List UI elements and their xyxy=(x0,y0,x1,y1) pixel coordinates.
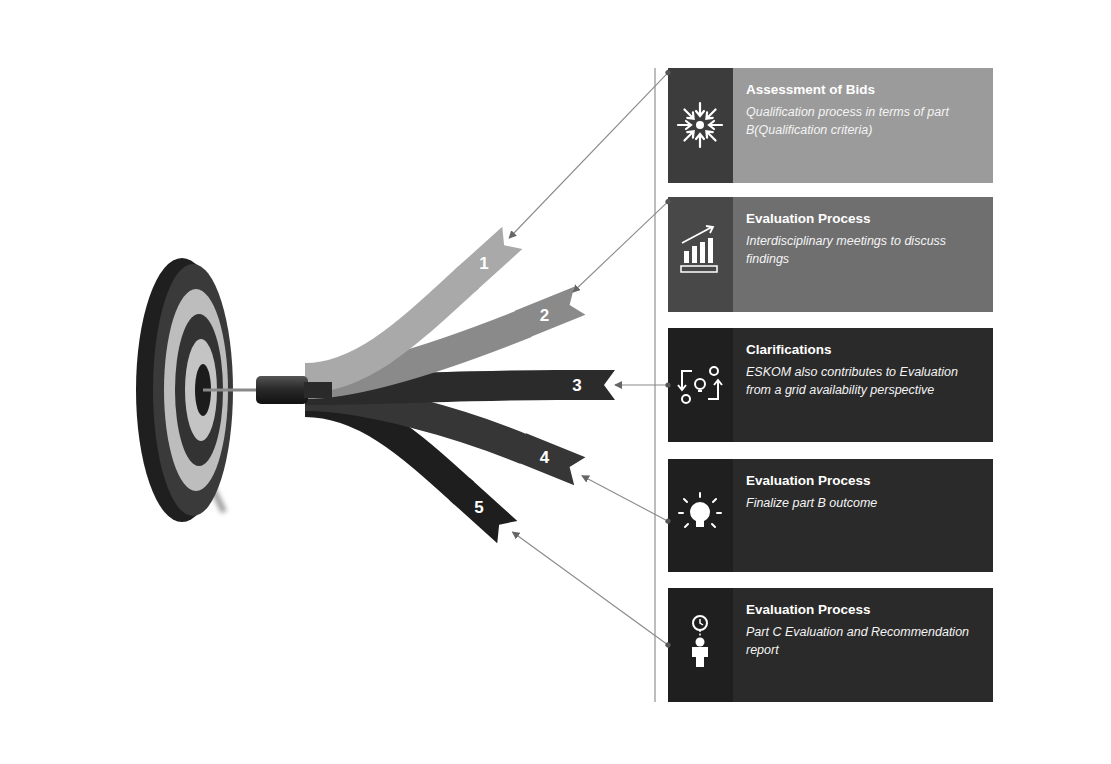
step-box: Evaluation ProcessFinalize part B outcom… xyxy=(668,459,993,572)
leader-line xyxy=(513,532,668,645)
step-description: Qualification process in terms of part B… xyxy=(746,104,985,139)
flight-end xyxy=(450,478,518,543)
icon-cell xyxy=(668,588,733,702)
icon-rays xyxy=(679,493,721,527)
dart-flight: 3 xyxy=(555,365,615,405)
flight-band xyxy=(305,277,469,378)
text-area: Evaluation ProcessPart C Evaluation and … xyxy=(746,602,985,659)
step-box: Assessment of BidsQualification process … xyxy=(668,68,993,183)
icon-bar xyxy=(684,251,689,263)
flight-end xyxy=(515,433,586,485)
flight-outline xyxy=(522,440,582,480)
leader-line xyxy=(582,476,668,521)
icon-trend xyxy=(682,226,713,243)
step-heading: Evaluation Process xyxy=(746,211,985,226)
callout-number: 2 xyxy=(540,306,549,326)
icon-body xyxy=(692,647,708,667)
icon-bar xyxy=(700,242,705,263)
divider-line xyxy=(654,68,656,702)
icon-bulb xyxy=(695,379,705,389)
icon-arrow xyxy=(709,121,722,129)
text-area: Evaluation ProcessFinalize part B outcom… xyxy=(746,473,985,513)
step-heading: Evaluation Process xyxy=(746,602,985,617)
dart-barrel xyxy=(256,376,308,404)
flight-outline xyxy=(555,365,615,405)
icon-clock-hands xyxy=(700,619,703,625)
callout-number: 1 xyxy=(479,254,488,274)
icon-chain xyxy=(699,630,701,637)
cycle-icon xyxy=(678,367,722,403)
icon-cell xyxy=(668,328,733,442)
step-heading: Evaluation Process xyxy=(746,473,985,488)
icon-arrow xyxy=(682,107,697,122)
icon-arrow xyxy=(704,107,719,122)
text-area: ClarificationsESKOM also contributes to … xyxy=(746,342,985,399)
flight-end xyxy=(551,370,615,400)
icon-arrow xyxy=(696,134,704,147)
dart-flight: 5 xyxy=(455,492,515,532)
icon-bar xyxy=(692,246,697,263)
icon-arrow xyxy=(704,129,719,144)
icon-bulb xyxy=(691,503,709,521)
icon-cell xyxy=(668,197,733,312)
icon-dot xyxy=(696,121,704,129)
chart-icon xyxy=(681,226,717,272)
dart-tip xyxy=(203,389,262,392)
callout-number: 4 xyxy=(540,448,549,468)
icon-ruler xyxy=(681,266,717,272)
step-box: Evaluation ProcessPart C Evaluation and … xyxy=(668,588,993,702)
icon-clock xyxy=(693,616,707,630)
icon-gear xyxy=(682,395,690,403)
icon-head xyxy=(696,638,705,647)
icon-bulb-base xyxy=(698,390,702,392)
leader-line xyxy=(573,202,668,292)
text-area: Assessment of BidsQualification process … xyxy=(746,82,985,139)
icon-arrow xyxy=(696,103,704,116)
icon-cell xyxy=(668,68,733,183)
flight-outline xyxy=(460,238,520,278)
icon-arrow xyxy=(708,380,722,399)
flight-outline xyxy=(522,292,582,332)
lightbulb-icon xyxy=(679,493,721,527)
step-heading: Assessment of Bids xyxy=(746,82,985,97)
step-box: Evaluation ProcessInterdisciplinary meet… xyxy=(668,197,993,312)
dart-neck xyxy=(304,382,332,398)
dart-flight: 4 xyxy=(522,440,582,480)
leader-line xyxy=(615,384,668,385)
flight-outline xyxy=(455,492,515,532)
step-description: Part C Evaluation and Recommendation rep… xyxy=(746,624,985,659)
dart-flight: 1 xyxy=(460,238,520,278)
person-clock-icon xyxy=(692,616,708,667)
step-heading: Clarifications xyxy=(746,342,985,357)
icon-cell xyxy=(668,459,733,572)
dart-flight: 2 xyxy=(522,292,582,332)
leader-line xyxy=(509,73,668,238)
icon-arrow xyxy=(682,129,697,144)
callout-number: 3 xyxy=(572,376,581,396)
icon-arrow xyxy=(678,371,692,390)
step-description: Finalize part B outcome xyxy=(746,495,985,513)
converge-icon xyxy=(678,103,722,147)
icon-bulb-base xyxy=(696,521,704,527)
icon-arrow xyxy=(678,121,691,129)
icon-gear xyxy=(710,367,718,375)
text-area: Evaluation ProcessInterdisciplinary meet… xyxy=(746,211,985,268)
icon-bar xyxy=(708,238,713,263)
step-box: ClarificationsESKOM also contributes to … xyxy=(668,328,993,442)
step-description: ESKOM also contributes to Evaluation fro… xyxy=(746,364,985,399)
step-description: Interdisciplinary meetings to discuss fi… xyxy=(746,233,985,268)
flight-end xyxy=(455,227,523,292)
callout-number: 5 xyxy=(474,498,483,518)
flight-end xyxy=(515,287,586,339)
